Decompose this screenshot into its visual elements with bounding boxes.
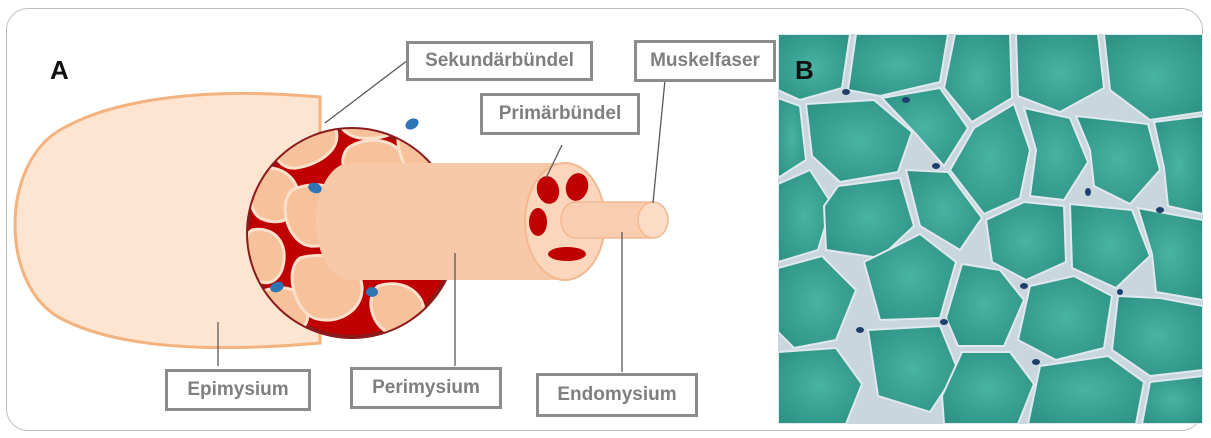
panel-b-letter: B xyxy=(795,55,814,86)
micrograph-nucleus xyxy=(1085,188,1091,196)
nucleus-dot xyxy=(403,116,420,132)
label-epimysium: Epimysium xyxy=(165,369,311,411)
leader-line xyxy=(325,60,408,123)
micrograph-fiber xyxy=(1142,376,1203,424)
micrograph-nucleus xyxy=(856,327,864,333)
muscle-fiber-rod xyxy=(561,202,668,238)
micrograph-nucleus xyxy=(940,319,948,325)
label-primarbundel: Primärbündel xyxy=(480,93,640,135)
primary-bundle-end xyxy=(548,247,586,261)
micrograph-nucleus xyxy=(1156,207,1164,213)
leader-line xyxy=(653,80,665,203)
micrograph-nucleus xyxy=(1020,283,1028,289)
micrograph-fiber xyxy=(1018,276,1112,360)
micrograph-nucleus xyxy=(902,97,910,103)
micrograph-nucleus xyxy=(1032,359,1040,365)
label-perimysium: Perimysium xyxy=(350,367,502,409)
micrograph-nucleus xyxy=(842,89,850,95)
label-endomysium: Endomysium xyxy=(536,373,698,417)
label-muskelfaser: Muskelfaser xyxy=(634,40,776,82)
label-sekundarbundel: Sekundärbündel xyxy=(406,41,593,81)
micrograph-nucleus xyxy=(932,163,940,169)
micrograph-nucleus xyxy=(1117,289,1123,295)
nucleus-dot xyxy=(366,287,378,297)
panel-a-letter: A xyxy=(50,55,69,86)
primary-bundle-end xyxy=(529,208,547,236)
micrograph xyxy=(778,34,1203,424)
